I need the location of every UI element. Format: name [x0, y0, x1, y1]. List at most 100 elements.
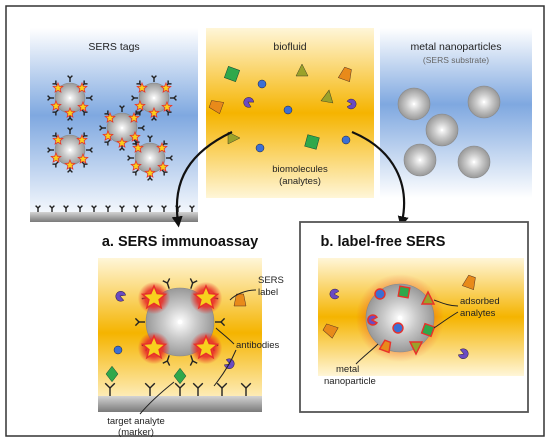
- antibody-icon: [189, 355, 198, 366]
- antibody-icon: [99, 125, 106, 131]
- marker-label: (marker): [118, 427, 154, 438]
- sers-label-star-icon: [102, 129, 114, 141]
- antibody-icon: [144, 382, 156, 396]
- label-free-panel: b. label-free SERS adsorbed analytes met…: [299, 221, 529, 413]
- antibody-icon: [127, 155, 134, 161]
- analyte-circle-icon: [255, 143, 265, 153]
- sers-label-star-icon: [50, 99, 62, 111]
- analyte-pacman-icon: [224, 358, 235, 369]
- sers-label-star-icon: [140, 284, 168, 310]
- analyte-triangle-icon: [420, 290, 436, 305]
- antibody-icon: [134, 317, 145, 327]
- antibody-icon: [192, 382, 204, 396]
- antibody-icon: [215, 317, 226, 327]
- immunoassay-title: a. SERS immunoassay: [102, 234, 258, 250]
- analyte-diamond-icon: [173, 367, 187, 385]
- antibody-icon: [240, 382, 252, 396]
- biofluid-title: biofluid: [273, 41, 306, 53]
- metal-nanoparticles-panel: metal nanoparticles (SERS substrate): [380, 28, 532, 198]
- analytes-label-2: analytes: [460, 308, 496, 319]
- sers-label-star-icon: [116, 136, 128, 148]
- antibody-icon: [162, 355, 171, 366]
- sers-label-star-icon: [144, 166, 156, 178]
- analyte-trapezoid-icon: [461, 274, 476, 291]
- antibody-icon: [119, 205, 125, 212]
- antibody-icon: [162, 278, 171, 289]
- antibody-icon: [166, 155, 173, 161]
- antibody-icon: [86, 95, 93, 101]
- sers-label-star-icon: [76, 133, 88, 145]
- antibody-icon: [170, 95, 177, 101]
- antibodies-label: antibodies: [236, 340, 280, 351]
- antibody-icon: [189, 205, 195, 212]
- analyte-square-icon: [420, 322, 436, 338]
- analyte-trapezoid-icon: [378, 339, 392, 354]
- antibodies-callout: [215, 327, 235, 345]
- metal-nanoparticle-callout: [355, 343, 379, 365]
- antibody-icon: [189, 278, 198, 289]
- outer-frame: [5, 5, 545, 437]
- analyte-trapezoid-icon: [322, 323, 339, 339]
- analyte-circle-icon: [283, 105, 293, 115]
- antibody-icon: [67, 75, 73, 82]
- antibody-icon: [35, 205, 41, 212]
- sers-label-star-icon: [52, 81, 64, 93]
- sers-label-star-icon: [77, 152, 89, 164]
- metal-label: metal: [336, 364, 359, 375]
- antibody-icon: [67, 127, 73, 134]
- analyte-circle-icon: [374, 288, 386, 300]
- analyte-pacman-icon: [346, 98, 357, 110]
- analyte-pacman-icon: [243, 97, 254, 108]
- antibody-icon: [91, 205, 97, 212]
- sers-label-star-icon: [64, 106, 76, 118]
- sers-label-star-icon: [156, 141, 168, 153]
- analyte-trapezoid-icon: [208, 100, 225, 115]
- analyte-triangle-icon: [295, 63, 309, 77]
- analyte-triangle-icon: [320, 89, 334, 104]
- analyte-trapezoid-icon: [233, 293, 247, 307]
- sensor-surface-top: [30, 212, 198, 222]
- antibody-icon: [47, 147, 54, 153]
- analytes-label: (analytes): [279, 176, 321, 187]
- sers-label-star-icon: [52, 133, 64, 145]
- analyte-circle-icon: [341, 135, 351, 145]
- antibody-icon: [131, 95, 138, 101]
- antibody-icon: [138, 125, 145, 131]
- sers-label-star-icon: [192, 334, 220, 360]
- antibodies-callout-2: [213, 349, 237, 387]
- antibody-icon: [147, 205, 153, 212]
- sers-tags-panel: SERS tags: [30, 28, 198, 222]
- analyte-pacman-icon: [367, 314, 379, 326]
- antibody-icon: [47, 95, 54, 101]
- sers-label-text-2: label: [258, 287, 278, 298]
- analyte-diamond-icon: [105, 365, 119, 383]
- sers-label-star-icon: [132, 141, 144, 153]
- analyte-pacman-icon: [329, 288, 340, 300]
- sers-label-star-icon: [136, 81, 148, 93]
- antibody-icon: [216, 382, 228, 396]
- antibody-icon: [119, 105, 125, 112]
- analyte-circle-icon: [257, 79, 267, 89]
- biofluid-panel: biofluid biomolecules (analytes): [206, 28, 374, 198]
- sers-label-star-icon: [134, 99, 146, 111]
- sers-label-star-icon: [76, 81, 88, 93]
- nanoparticle-label: nanoparticle: [324, 376, 376, 387]
- analyte-pacman-icon: [115, 291, 126, 302]
- antibody-icon: [63, 205, 69, 212]
- analyte-pacman-icon: [458, 348, 469, 359]
- analyte-circle-icon: [392, 322, 404, 334]
- antibody-icon: [49, 205, 55, 212]
- sers-label-star-icon: [64, 158, 76, 170]
- antibody-icon: [105, 205, 111, 212]
- arrow-to-immunoassay: [171, 131, 233, 228]
- antibody-icon: [147, 135, 153, 142]
- sers-label-star-icon: [161, 100, 173, 112]
- sers-label-callout: [229, 289, 257, 301]
- analyte-circle-icon: [113, 345, 123, 355]
- sers-label-star-icon: [104, 111, 116, 123]
- biomolecules-label: biomolecules: [272, 164, 328, 175]
- target-analyte-label: target analyte: [107, 416, 165, 427]
- sers-substrate-subtitle: (SERS substrate): [423, 55, 489, 65]
- analyte-triangle-icon: [408, 341, 424, 356]
